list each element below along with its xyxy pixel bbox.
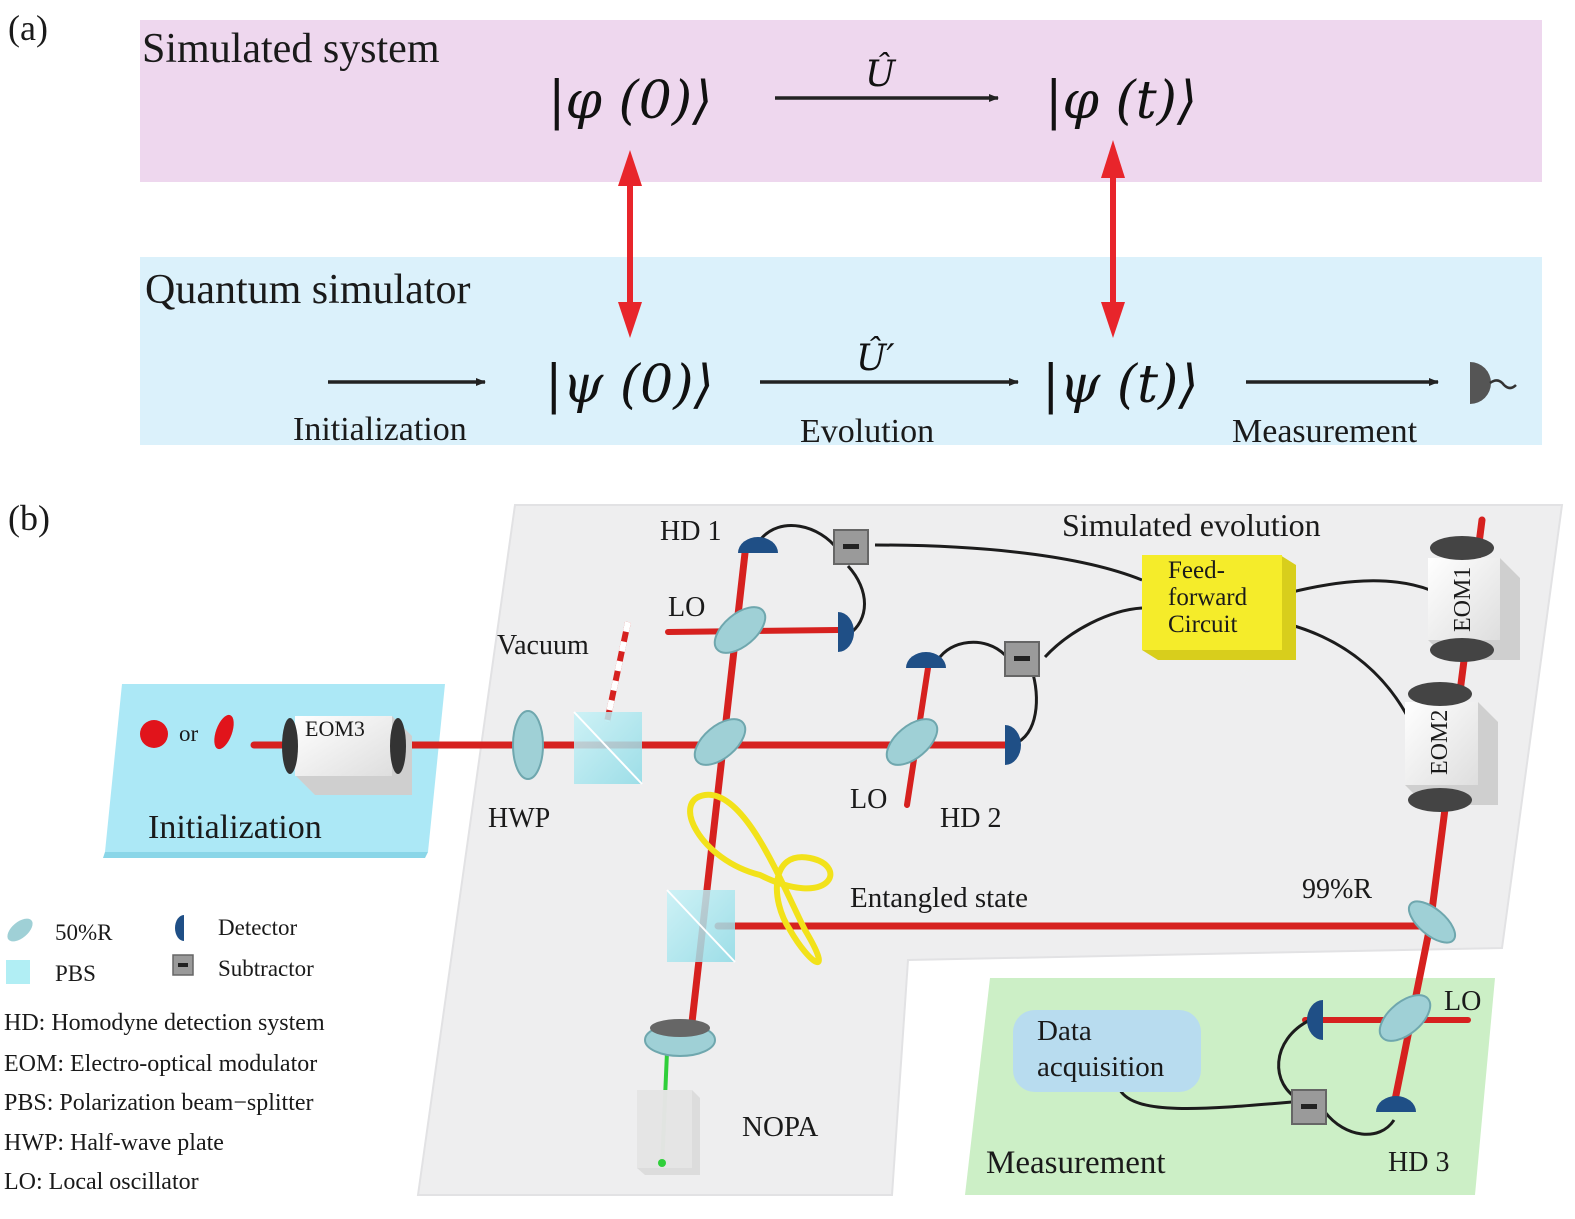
eom2: EOM2 xyxy=(1405,682,1498,812)
ket-psi-t: |ψ (t)⟩ xyxy=(1042,355,1199,415)
ket-psi-0: |ψ (0)⟩ xyxy=(545,355,714,415)
pbs-bottom xyxy=(666,889,736,963)
coherent-state-icon xyxy=(140,720,168,748)
hd2-label: HD 2 xyxy=(940,803,1001,834)
lo-bottom-label: LO xyxy=(1444,986,1481,1017)
beamsplitter-99r xyxy=(1407,900,1457,944)
feed-forward-line-2: forward xyxy=(1168,584,1248,611)
feed-forward-line-1: Feed- xyxy=(1168,557,1225,584)
abbrev-eom: EOM: Electro-optical modulator xyxy=(4,1051,317,1077)
detector-hd2-b xyxy=(1005,725,1021,765)
beamsplitter-mixing xyxy=(693,718,747,766)
pbs-top xyxy=(573,711,643,785)
detectors xyxy=(738,537,1416,1112)
hd3-label: HD 3 xyxy=(1388,1147,1449,1178)
detector-hd1-a xyxy=(738,537,778,553)
feed-forward-circuit: Feed- forward Circuit xyxy=(1142,555,1296,660)
operator-u: Û xyxy=(865,53,897,95)
mapping-arrow-final xyxy=(1101,140,1125,338)
ket-phi-t: |φ (t)⟩ xyxy=(1045,71,1197,131)
eom3: EOM3 xyxy=(282,716,412,795)
data-acquisition-line-1: Data xyxy=(1037,1015,1092,1047)
subtractor-hd2 xyxy=(1004,641,1040,677)
squeezed-state-icon xyxy=(214,714,234,750)
eom1-label: EOM1 xyxy=(1450,567,1476,632)
feed-forward-line-3: Circuit xyxy=(1168,611,1237,638)
legend-detector-label: Detector xyxy=(218,915,298,940)
lo-mid-label: LO xyxy=(850,784,887,815)
beamsplitter-hd2 xyxy=(885,718,939,766)
ket-phi-0: |φ (0)⟩ xyxy=(548,71,712,131)
legend-beamsplitter-symbol xyxy=(7,918,33,942)
measurement-zone-label: Measurement xyxy=(986,1145,1166,1181)
legend-subtractor-label: Subtractor xyxy=(218,956,314,981)
detector-icon xyxy=(1470,362,1517,404)
legend-subtractor-symbol xyxy=(172,954,194,976)
data-acquisition-line-2: acquisition xyxy=(1037,1051,1165,1083)
eom3-label: EOM3 xyxy=(305,716,365,741)
simulated-evolution-label: Simulated evolution xyxy=(1062,507,1321,543)
beamsplitter-hd1 xyxy=(713,606,767,654)
data-acquisition-box: Data acquisition xyxy=(1013,1010,1201,1092)
half-wave-plate xyxy=(512,710,544,780)
fiber-loop xyxy=(687,791,834,965)
subtractor-hd1 xyxy=(833,529,869,565)
r99-label: 99%R xyxy=(1302,874,1372,905)
or-label: or xyxy=(179,721,199,746)
entangled-state-label: Entangled state xyxy=(850,882,1028,914)
optical-table xyxy=(416,504,1564,1196)
operator-u-prime: Û′ xyxy=(856,337,895,379)
abbrev-hd: HD: Homodyne detection system xyxy=(4,1010,325,1036)
detector-hd3-a xyxy=(1307,1000,1323,1040)
legend-detector-symbol xyxy=(175,915,184,941)
panel-b-label: (b) xyxy=(8,498,50,538)
abbrev-pbs: PBS: Polarization beam−splitter xyxy=(4,1090,314,1116)
detector-hd3-b xyxy=(1376,1096,1416,1112)
signal-cables xyxy=(758,524,1431,1136)
initialization-step-label: Initialization xyxy=(293,411,467,448)
nopa xyxy=(637,1019,716,1175)
lo-top-label: LO xyxy=(668,592,705,623)
measurement-step-label: Measurement xyxy=(1232,413,1418,450)
eom2-label: EOM2 xyxy=(1427,710,1453,775)
simulated-system-band xyxy=(140,20,1542,182)
legend-pbs-label: PBS xyxy=(55,961,96,986)
legend: 50%R Detector PBS Subtractor HD: Homodyn… xyxy=(4,915,325,1195)
vacuum-beam xyxy=(604,621,631,723)
detector-hd1-b xyxy=(838,612,854,652)
abbrev-hwp: HWP: Half-wave plate xyxy=(4,1130,224,1156)
panel-a-label: (a) xyxy=(8,8,48,48)
evolution-step-label: Evolution xyxy=(800,413,934,450)
hwp-label: HWP xyxy=(488,803,550,834)
abbrev-lo: LO: Local oscillator xyxy=(4,1169,199,1195)
initialization-zone-label: Initialization xyxy=(148,809,322,846)
hd1-label: HD 1 xyxy=(660,516,721,547)
simulated-system-title: Simulated system xyxy=(142,26,440,72)
detector-hd2-a xyxy=(906,652,946,668)
quantum-simulator-band xyxy=(140,257,1542,445)
beamsplitter-hd3 xyxy=(1378,994,1432,1042)
legend-50r-label: 50%R xyxy=(55,920,113,945)
nopa-label: NOPA xyxy=(742,1111,818,1143)
subtractor-hd3 xyxy=(1291,1089,1327,1125)
quantum-simulator-title: Quantum simulator xyxy=(145,267,470,313)
legend-pbs-symbol xyxy=(6,960,30,984)
vacuum-label: Vacuum xyxy=(497,630,589,661)
mapping-arrow-initial xyxy=(618,150,642,338)
eom1: EOM1 xyxy=(1428,536,1520,662)
